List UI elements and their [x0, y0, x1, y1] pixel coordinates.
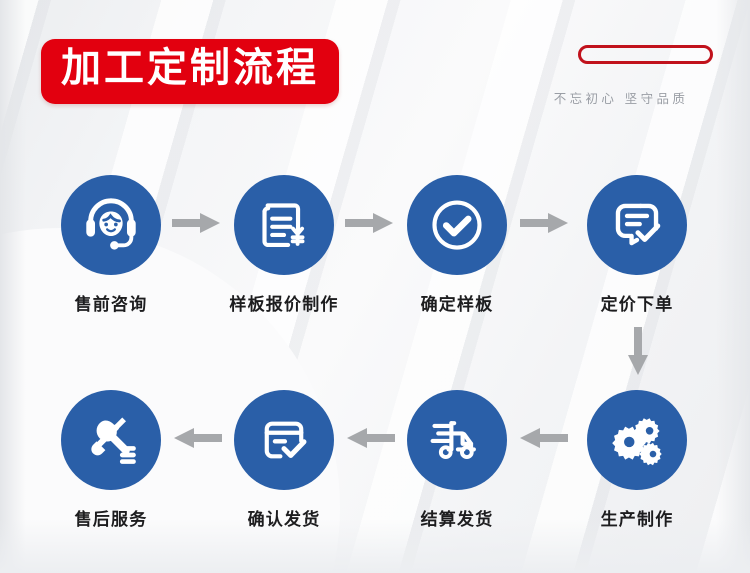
- headset-support-icon: [80, 194, 142, 256]
- flow-step-icon-circle: [234, 390, 334, 490]
- page-title: 加工定制流程: [61, 45, 319, 91]
- flow-step-label: 确定样板: [420, 295, 494, 315]
- slogan-text: 不忘初心 坚守品质: [553, 91, 689, 106]
- delivery-truck-icon: [427, 410, 487, 470]
- flow-step-icon-circle: [61, 390, 161, 490]
- package-check-icon: [255, 411, 313, 469]
- flow-step-confirm-sample[interactable]: 确定样板: [392, 175, 522, 315]
- flow-step-icon-circle: [407, 390, 507, 490]
- flow-step-after-sales-service[interactable]: 售后服务: [46, 390, 176, 530]
- background-edge-right: [716, 0, 750, 573]
- flow-step-icon-circle: [587, 390, 687, 490]
- flow-step-label: 售后服务: [74, 510, 148, 530]
- flow-step-label: 定价下单: [600, 295, 674, 315]
- flow-step-pre-sales-consultation[interactable]: 售前咨询: [46, 175, 176, 315]
- flow-step-label: 结算发货: [420, 510, 494, 530]
- arrow-down-icon: [627, 327, 649, 375]
- flow-step-production[interactable]: 生产制作: [572, 390, 702, 530]
- flow-step-label: 生产制作: [600, 510, 674, 530]
- flow-step-settlement-shipping[interactable]: 结算发货: [392, 390, 522, 530]
- flow-step-icon-circle: [587, 175, 687, 275]
- flow-step-confirm-shipment[interactable]: 确认发货: [219, 390, 349, 530]
- arrow-left-icon: [347, 427, 395, 449]
- title-badge: 加工定制流程: [41, 39, 339, 105]
- flow-step-pricing-order[interactable]: 定价下单: [572, 175, 702, 315]
- check-circle-icon: [427, 195, 487, 255]
- arrow-right-icon: [172, 212, 220, 234]
- background-edge-left: [0, 0, 26, 573]
- arrow-left-icon: [520, 427, 568, 449]
- gears-icon: [606, 409, 668, 471]
- background-bottom-fade: [0, 519, 750, 573]
- flow-step-sample-quotation[interactable]: 样板报价制作: [219, 175, 349, 315]
- arrow-left-icon: [174, 427, 222, 449]
- arrow-right-icon: [345, 212, 393, 234]
- flow-step-label: 确认发货: [247, 510, 321, 530]
- flow-step-icon-circle: [234, 175, 334, 275]
- process-flow-diagram: 售前咨询 样板报价制作 确定样板: [0, 150, 750, 573]
- flow-step-label: 售前咨询: [74, 295, 148, 315]
- flow-step-icon-circle: [61, 175, 161, 275]
- flow-step-icon-circle: [407, 175, 507, 275]
- wrench-screwdriver-icon: [81, 410, 141, 470]
- arrow-right-icon: [520, 212, 568, 234]
- flow-step-label: 样板报价制作: [229, 295, 339, 315]
- order-document-check-icon: [608, 196, 666, 254]
- header: 加工定制流程 不忘初心 坚守品质: [0, 0, 750, 150]
- quote-document-yen-icon: [255, 196, 313, 254]
- decorative-pill-outline: [578, 45, 713, 64]
